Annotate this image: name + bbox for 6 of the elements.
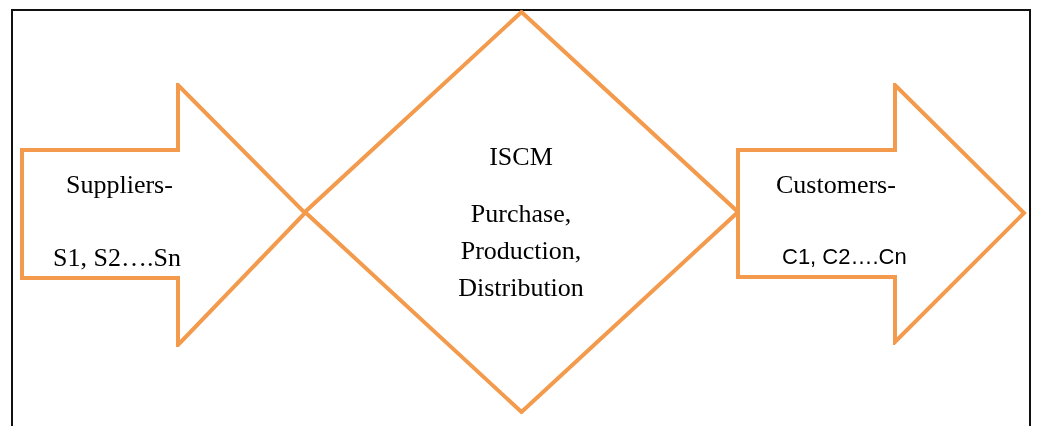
node-text: Purchase, Production, Distribution — [457, 198, 585, 304]
node-text: S1, S2….Sn — [53, 242, 182, 274]
node-text: C1, C2….Cn — [782, 243, 908, 271]
node-text: ISCM — [488, 141, 554, 173]
node-text: Suppliers- — [66, 169, 174, 201]
node-text: Customers- — [776, 169, 897, 201]
